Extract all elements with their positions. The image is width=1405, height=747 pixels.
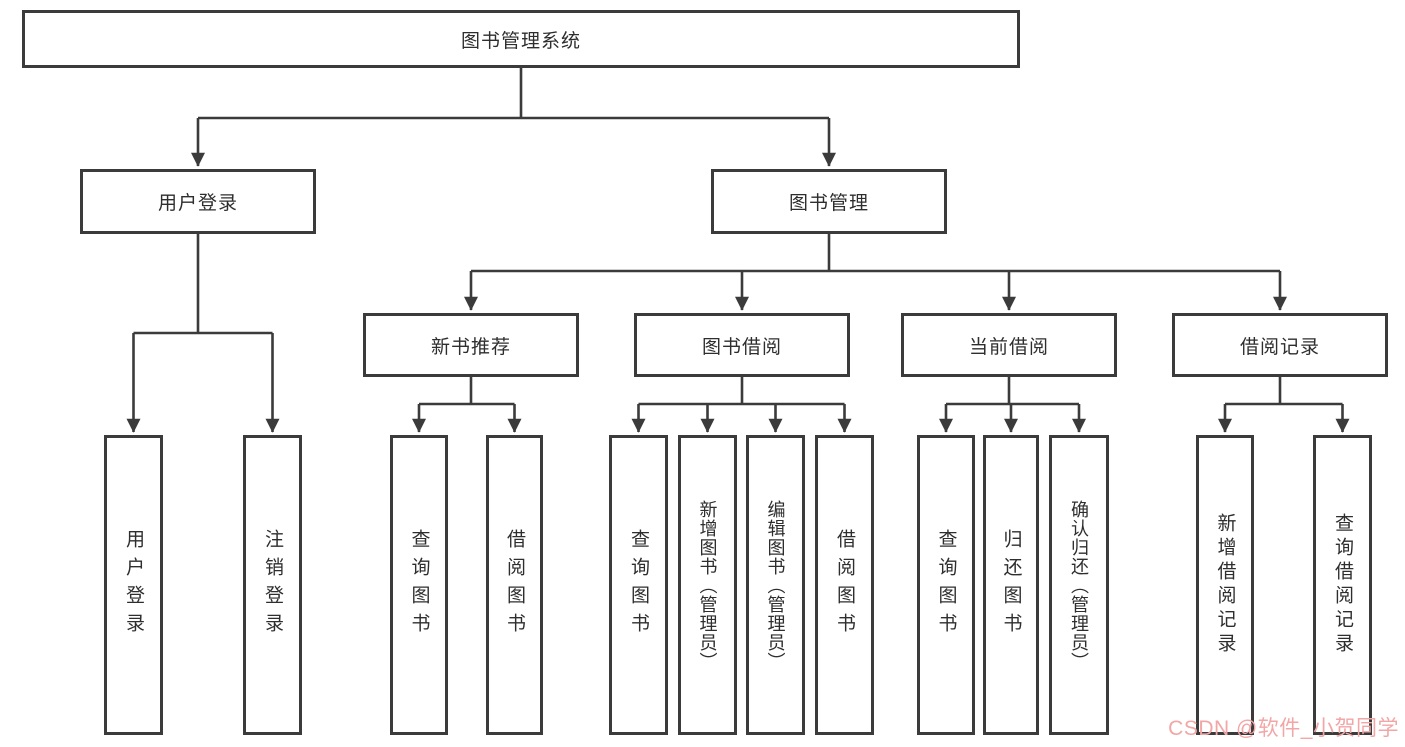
leaf-query-books-2: 查询图书 [609, 435, 668, 735]
leaf-label: 注销登录 [262, 529, 283, 641]
leaf-label: 编辑图书（管理员） [765, 499, 786, 671]
leaf-logout: 注销登录 [243, 435, 302, 735]
leaf-confirm-return-admin: 确认归还（管理员） [1049, 435, 1109, 735]
leaf-add-borrow-record: 新增借阅记录 [1196, 435, 1254, 735]
leaf-label: 确认归还（管理员） [1069, 499, 1089, 671]
leaf-query-books-3: 查询图书 [917, 435, 975, 735]
node-root: 图书管理系统 [22, 10, 1020, 68]
node-book-borrowing: 图书借阅 [634, 313, 850, 377]
leaf-label: 查询图书 [408, 529, 430, 641]
leaf-label: 查询图书 [935, 529, 957, 641]
leaf-label: 新增图书（管理员） [697, 499, 718, 671]
node-user-login: 用户登录 [80, 169, 316, 234]
leaf-label: 归还图书 [1000, 529, 1022, 641]
leaf-return-books: 归还图书 [983, 435, 1039, 735]
node-borrow-records: 借阅记录 [1172, 313, 1388, 377]
node-book-management: 图书管理 [711, 169, 947, 234]
node-new-book-recommend: 新书推荐 [363, 313, 579, 377]
leaf-user-login: 用户登录 [104, 435, 163, 735]
leaf-edit-book-admin: 编辑图书（管理员） [746, 435, 805, 735]
leaf-query-books-1: 查询图书 [390, 435, 448, 735]
watermark: CSDN @软件_小贺同学 [1168, 717, 1399, 740]
leaf-label: 借阅图书 [504, 529, 525, 641]
node-current-borrowing: 当前借阅 [901, 313, 1117, 377]
leaf-label: 借阅图书 [834, 529, 855, 641]
leaf-label: 新增借阅记录 [1214, 513, 1236, 657]
leaf-add-book-admin: 新增图书（管理员） [678, 435, 737, 735]
leaf-borrow-books-1: 借阅图书 [486, 435, 543, 735]
leaf-query-borrow-record: 查询借阅记录 [1313, 435, 1372, 735]
leaf-label: 用户登录 [123, 529, 144, 641]
leaf-borrow-books-2: 借阅图书 [815, 435, 874, 735]
leaf-label: 查询图书 [628, 529, 649, 641]
leaf-label: 查询借阅记录 [1332, 513, 1353, 657]
